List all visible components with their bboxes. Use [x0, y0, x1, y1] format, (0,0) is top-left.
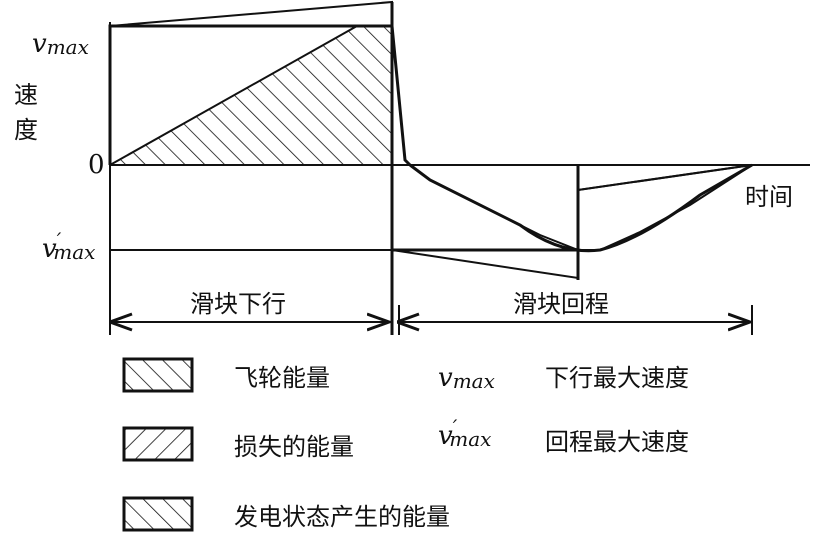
- return-velocity: [409, 163, 753, 253]
- loss-region-return: [407, 164, 579, 252]
- legend-loss-label: 损失的能量: [234, 433, 354, 461]
- y-axis-label-1: 速: [14, 81, 38, 109]
- down-phase-label: 滑块下行: [190, 290, 286, 318]
- legend-generator-label: 发电状态产生的能量: [234, 503, 450, 531]
- legend-swatch-generator: [122, 496, 194, 532]
- legend-swatch-flywheel: [122, 357, 194, 393]
- flywheel-region-down: [110, 26, 392, 165]
- y-axis-label-2: 度: [14, 116, 38, 144]
- legend-vmax-desc: 下行最大速度: [545, 364, 689, 392]
- legend-vmin-desc: 回程最大速度: [545, 428, 689, 456]
- loss-region-top: [109, 0, 393, 27]
- return-phase-label: 滑块回程: [513, 290, 609, 318]
- vmin-label: v′max: [42, 228, 95, 264]
- loss-region-bottom: [391, 249, 579, 280]
- generator-region: [577, 164, 753, 251]
- legend-swatch-loss: [122, 426, 194, 462]
- legend-flywheel-label: 飞轮能量: [234, 364, 330, 392]
- velocity-curve: [108, 24, 392, 165]
- zero-label: 0: [88, 150, 105, 180]
- legend-vmin-symbol: v′max: [438, 415, 491, 451]
- velocity-drop: [390, 25, 412, 167]
- legend-vmax-symbol: vmax: [438, 363, 495, 393]
- x-axis-label: 时间: [745, 183, 793, 211]
- vmax-label: vmax: [32, 29, 89, 59]
